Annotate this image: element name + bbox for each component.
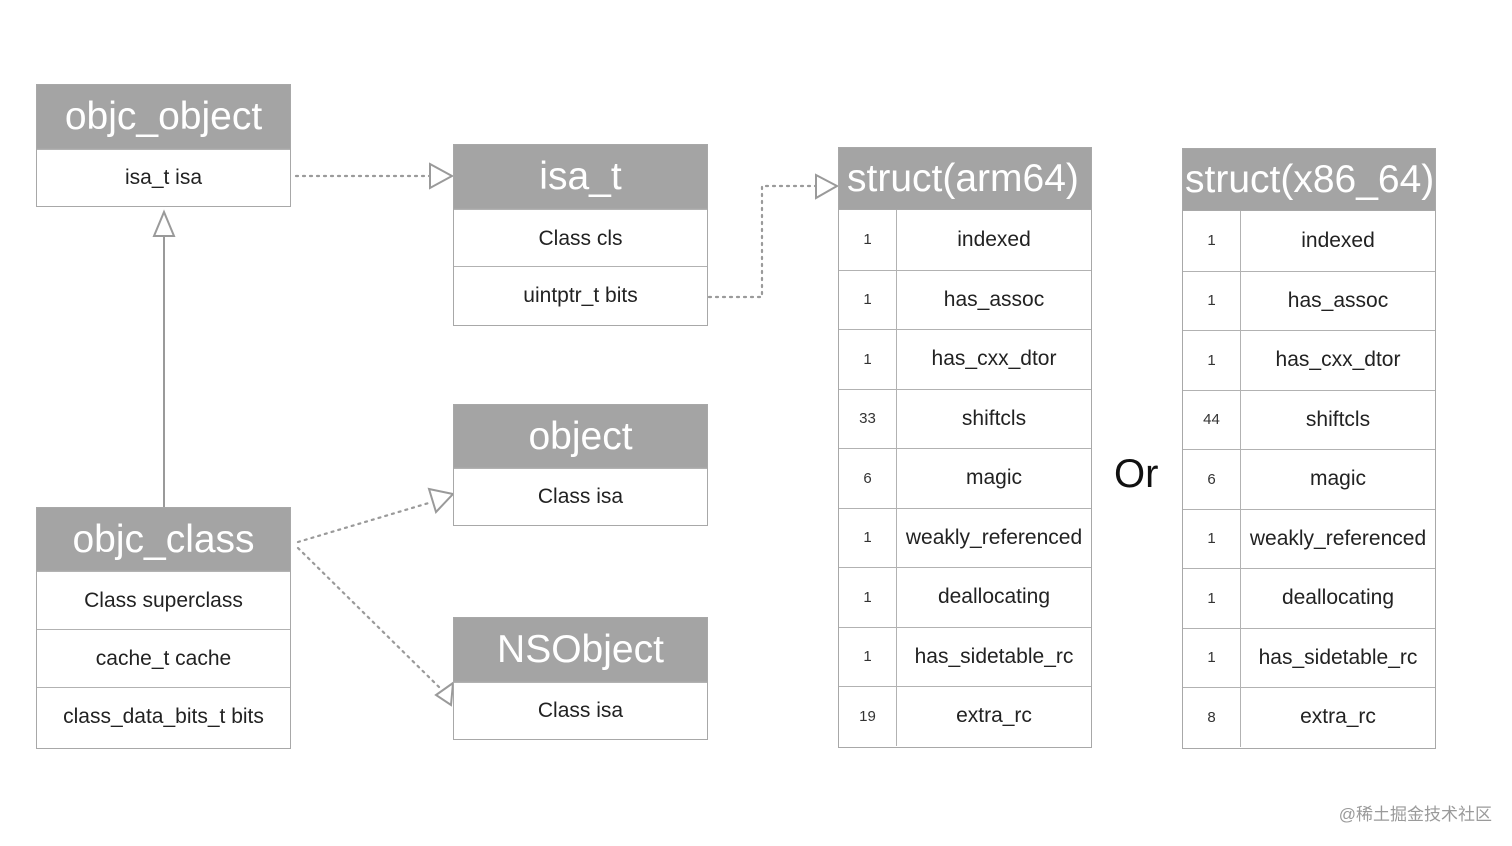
arrowhead-objc-object-inherit [152,209,176,237]
struct-field-row: 1 weakly_referenced [839,507,1091,567]
box-objc-class-title: objc_class [37,508,290,571]
field-bit-width: 6 [1183,450,1241,509]
field-name: weakly_referenced [1249,526,1427,550]
field-name: has_cxx_dtor [1275,348,1401,372]
field-name: weakly_referenced [905,525,1083,549]
struct-x86-64-title: struct(x86_64) [1183,149,1435,211]
struct-field-row: 1 deallocating [839,567,1091,627]
field-name: magic [1309,467,1367,491]
field-bit-width: 1 [839,627,897,686]
field-bit-width: 33 [839,389,897,448]
field-bit-width: 44 [1183,390,1241,449]
struct-field-row: 1 has_sidetable_rc [839,626,1091,686]
struct-field-row: 1 has_sidetable_rc [1183,627,1435,687]
field-bit-width: 8 [1183,688,1241,747]
field-bit-width: 1 [839,568,897,627]
field-name: indexed [1301,228,1375,252]
or-label: Or [1114,452,1159,496]
box-objc-class-row-bits: class_data_bits_t bits [37,687,290,745]
struct-field-row: 1 deallocating [1183,568,1435,628]
struct-field-row: 1 indexed [839,210,1091,270]
struct-x86-64: struct(x86_64) 1 indexed 1 has_assoc 1 has_cx… [1182,148,1436,749]
struct-field-row: 44 shiftcls [1183,389,1435,449]
struct-arm64-title: struct(arm64) [839,148,1091,210]
field-bit-width: 19 [839,687,897,746]
box-isa-t: isa_t Class cls uintptr_t bits [453,144,708,326]
field-bit-width: 1 [839,508,897,567]
field-bit-width: 1 [1183,569,1241,628]
field-bit-width: 1 [839,210,897,270]
struct-field-row: 6 magic [839,448,1091,508]
box-object-row-isa: Class isa [454,468,707,524]
struct-field-row: 1 has_assoc [839,269,1091,329]
struct-field-row: 33 shiftcls [839,388,1091,448]
box-objc-class-row-cache: cache_t cache [37,629,290,687]
struct-arm64-fields: 1 indexed 1 has_assoc 1 has_cxx_dtor 33 shiftcl… [839,210,1091,746]
box-nsobject-row-isa: Class isa [454,682,707,738]
struct-x86-64-fields: 1 indexed 1 has_assoc 1 has_cxx_dtor 44 shiftcl… [1183,211,1435,747]
arrowhead-isa-t [429,162,455,190]
struct-field-row: 1 weakly_referenced [1183,508,1435,568]
field-bit-width: 6 [839,449,897,508]
box-object-title: object [454,405,707,468]
field-name: deallocating [937,585,1051,609]
field-bit-width: 1 [1183,331,1241,390]
field-name: deallocating [1281,586,1395,610]
box-objc-object-row-isa: isa_t isa [37,149,290,205]
struct-field-row: 1 has_cxx_dtor [839,329,1091,389]
field-bit-width: 1 [1183,509,1241,568]
arrowhead-object [427,487,455,514]
struct-field-row: 19 extra_rc [839,686,1091,746]
edge-objc-class-to-nsobject [296,546,442,690]
struct-field-row: 6 magic [1183,449,1435,509]
struct-field-row: 1 indexed [1183,211,1435,271]
watermark: @稀土掘金技术社区 [1338,805,1492,824]
arrowhead-struct-arm64 [815,173,840,200]
box-nsobject-title: NSObject [454,618,707,682]
field-bit-width: 1 [839,330,897,389]
box-isa-t-row-cls: Class cls [454,209,707,266]
field-name: has_assoc [1287,288,1389,312]
arrowhead-nsobject [434,680,455,707]
field-name: magic [965,466,1023,490]
field-name: extra_rc [956,704,1032,728]
field-name: has_sidetable_rc [914,644,1074,668]
field-name: extra_rc [1300,705,1376,729]
struct-arm64: struct(arm64) 1 indexed 1 has_assoc 1 has_cxx… [838,147,1092,748]
box-object: object Class isa [453,404,708,526]
box-objc-object-title: objc_object [37,85,290,149]
box-objc-object: objc_object isa_t isa [36,84,291,207]
field-name: has_sidetable_rc [1258,645,1418,669]
field-bit-width: 1 [839,270,897,329]
field-name: has_cxx_dtor [931,347,1057,371]
field-bit-width: 1 [1183,628,1241,687]
box-isa-t-row-bits: uintptr_t bits [454,266,707,323]
box-isa-t-title: isa_t [454,145,707,209]
field-bit-width: 1 [1183,271,1241,330]
edge-isa-t-bits-to-struct-arm64 [707,184,818,299]
struct-field-row: 8 extra_rc [1183,687,1435,747]
box-objc-class-row-superclass: Class superclass [37,571,290,629]
edge-objc-class-to-object [296,500,434,544]
field-bit-width: 1 [1183,211,1241,271]
field-name: shiftcls [1305,407,1371,431]
box-nsobject: NSObject Class isa [453,617,708,740]
field-name: indexed [957,227,1031,251]
struct-field-row: 1 has_cxx_dtor [1183,330,1435,390]
struct-field-row: 1 has_assoc [1183,270,1435,330]
field-name: shiftcls [961,406,1027,430]
box-objc-class: objc_class Class superclass cache_t cach… [36,507,291,749]
field-name: has_assoc [943,287,1045,311]
